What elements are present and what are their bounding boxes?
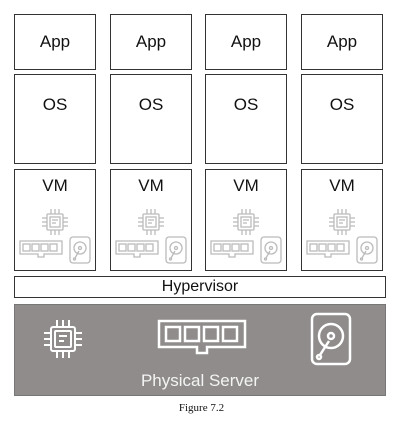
vm-box: VM [205, 169, 287, 271]
vm-stack: App OS VM [205, 14, 287, 271]
hard-drive-icon [69, 236, 91, 264]
app-box: App [301, 14, 383, 70]
hard-drive-icon [260, 236, 282, 264]
vm-stack: App OS VM [110, 14, 192, 271]
cpu-icon [44, 320, 82, 358]
os-label: OS [42, 95, 68, 114]
os-label: OS [233, 95, 259, 114]
os-box: OS [205, 74, 287, 164]
memory-icon [157, 319, 247, 355]
app-label: App [39, 32, 71, 51]
app-box: App [110, 14, 192, 70]
os-box: OS [110, 74, 192, 164]
vm-label: VM [233, 176, 259, 195]
cpu-icon [42, 209, 68, 235]
vm-hardware-icons [15, 208, 95, 266]
vm-hardware-icons [302, 208, 382, 266]
vm-hardware-icons [206, 208, 286, 266]
app-label: App [326, 32, 358, 51]
hard-drive-icon [165, 236, 187, 264]
app-box: App [14, 14, 96, 70]
os-box: OS [14, 74, 96, 164]
cpu-icon [233, 209, 259, 235]
memory-icon [210, 240, 254, 258]
physical-server-label: Physical Server [140, 371, 260, 390]
cpu-icon [138, 209, 164, 235]
vm-box: VM [301, 169, 383, 271]
vm-label: VM [329, 176, 355, 195]
physical-server: Physical Server [14, 304, 386, 396]
memory-icon [115, 240, 159, 258]
vm-box: VM [14, 169, 96, 271]
vm-box: VM [110, 169, 192, 271]
os-label: OS [138, 95, 164, 114]
app-label: App [135, 32, 167, 51]
app-label: App [230, 32, 262, 51]
figure-caption: Figure 7.2 [178, 402, 225, 414]
vm-label: VM [42, 176, 68, 195]
memory-icon [19, 240, 63, 258]
vm-stack: App OS VM [301, 14, 383, 271]
hard-drive-icon [310, 312, 352, 366]
memory-icon [306, 240, 350, 258]
cpu-icon [329, 209, 355, 235]
vm-label: VM [138, 176, 164, 195]
vm-hardware-icons [111, 208, 191, 266]
os-box: OS [301, 74, 383, 164]
os-label: OS [329, 95, 355, 114]
app-box: App [205, 14, 287, 70]
hard-drive-icon [356, 236, 378, 264]
hypervisor-layer: Hypervisor [14, 276, 386, 298]
vm-stack: App OS VM [14, 14, 96, 271]
